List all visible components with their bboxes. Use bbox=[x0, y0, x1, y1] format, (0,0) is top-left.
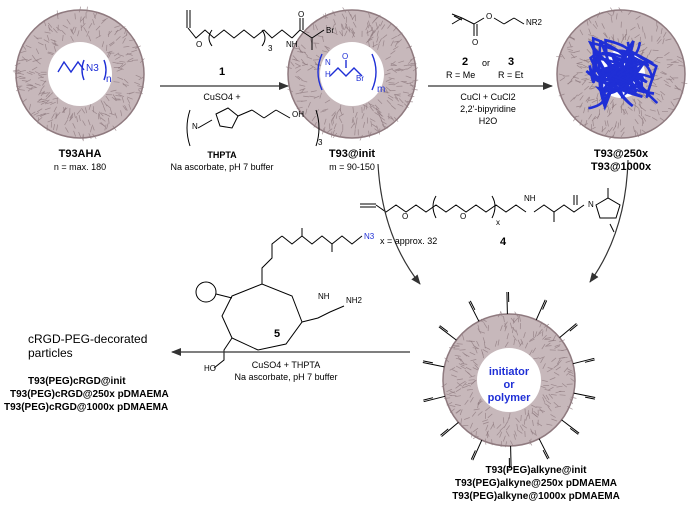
step4-reagent: CuSO4 + THPTA bbox=[251, 360, 321, 370]
monomer-structure bbox=[451, 13, 525, 36]
step2-r-et: R = Et bbox=[498, 70, 524, 80]
step4-conditions: Na ascorbate, pH 7 buffer bbox=[234, 372, 338, 382]
initiator-bracket bbox=[317, 53, 377, 91]
particle-3-name-a: T93@250x bbox=[593, 148, 649, 160]
thpta-structure bbox=[186, 107, 320, 147]
cmpd1-o-b: O bbox=[298, 10, 305, 19]
thpta-n: N bbox=[192, 122, 198, 131]
particle-4-name-b: T93(PEG)alkyne@250x pDMAEMA bbox=[454, 478, 618, 489]
core-line-1: initiator bbox=[488, 366, 530, 378]
cmpd5-nh: NH bbox=[318, 292, 330, 301]
cmpd4-n: N bbox=[588, 200, 594, 209]
cmpd4-o-b: O bbox=[460, 212, 467, 221]
step2-or: or bbox=[482, 58, 491, 68]
particle-2-note: m = 90-150 bbox=[329, 162, 375, 172]
init-n: N bbox=[325, 58, 331, 67]
core-line-3: polymer bbox=[487, 392, 531, 404]
monomer-o1: O bbox=[472, 38, 479, 47]
particle-t93aha bbox=[12, 6, 145, 142]
compound-4-structure bbox=[360, 188, 621, 233]
arrow-step3-right bbox=[589, 159, 629, 283]
step1-conditions: Na ascorbate, pH 7 buffer bbox=[170, 162, 274, 172]
products-heading-1: cRGD-PEG-decorated bbox=[28, 332, 148, 346]
step2-cond-2: 2,2'-bipyridine bbox=[460, 104, 516, 114]
cmpd5-ho: HO bbox=[204, 364, 216, 373]
particle-4-name-a: T93(PEG)alkyne@init bbox=[485, 465, 587, 476]
compound-2-label: 2 bbox=[462, 56, 469, 68]
step2-cond-3: H2O bbox=[478, 116, 498, 126]
compound-3-label: 3 bbox=[508, 56, 515, 68]
step2-cond-1: CuCl + CuCl2 bbox=[460, 92, 516, 102]
polymer-chains bbox=[585, 36, 658, 111]
products-heading-2: particles bbox=[28, 346, 73, 360]
monomer-o2: O bbox=[486, 12, 493, 21]
init-o: O bbox=[342, 52, 349, 61]
cmpd4-x: x bbox=[496, 218, 500, 227]
thpta-sub3: 3 bbox=[318, 138, 323, 147]
thpta-label: THPTA bbox=[207, 150, 237, 160]
cmpd5-nh2: NH2 bbox=[346, 296, 363, 305]
init-subscript-m: m bbox=[377, 84, 386, 95]
particle-t93-init bbox=[285, 7, 419, 141]
cmpd1-br: Br bbox=[326, 26, 334, 35]
arrow-step3-left bbox=[377, 163, 421, 285]
particle-peg-alkyne bbox=[422, 291, 596, 469]
azide-chain bbox=[57, 59, 107, 81]
init-h: H bbox=[325, 70, 331, 79]
cmpd1-nh: NH bbox=[286, 40, 298, 49]
step2-r-me: R = Me bbox=[446, 70, 476, 80]
core-line-2: or bbox=[503, 379, 515, 391]
cmpd1-o-a: O bbox=[196, 40, 203, 49]
compound-5-label: 5 bbox=[274, 328, 281, 340]
compound-4-label: 4 bbox=[500, 236, 507, 248]
thpta-oh: OH bbox=[292, 110, 304, 119]
compound-5-structure bbox=[195, 228, 363, 369]
particle-3-name-b: T93@1000x bbox=[590, 161, 652, 173]
compound-1-label: 1 bbox=[218, 66, 226, 78]
cmpd5-n3: N3 bbox=[364, 232, 375, 241]
init-br: Br bbox=[356, 74, 364, 83]
product-item-2: T93(PEG)cRGD@250x pDMAEMA bbox=[10, 389, 169, 400]
particle-1-note: n = max. 180 bbox=[53, 162, 107, 172]
cmpd4-nh: NH bbox=[524, 194, 536, 203]
monomer-nr2: NR2 bbox=[526, 18, 543, 27]
step1-reagent-top: CuSO4 + bbox=[203, 92, 241, 102]
azide-subscript-n: n bbox=[106, 74, 112, 85]
compound-1-structure bbox=[186, 10, 325, 50]
cmpd1-sub3: 3 bbox=[268, 44, 273, 53]
azide-label: N3 bbox=[86, 63, 99, 74]
product-item-3: T93(PEG)cRGD@1000x pDMAEMA bbox=[4, 402, 169, 413]
product-item-1: T93(PEG)cRGD@init bbox=[28, 376, 126, 387]
particle-4-name-c: T93(PEG)alkyne@1000x pDMAEMA bbox=[452, 491, 620, 502]
particle-2-name: T93@init bbox=[328, 148, 376, 160]
particle-1-name: T93AHA bbox=[58, 148, 102, 160]
step3-x-note: x = approx. 32 bbox=[380, 236, 438, 246]
cmpd4-o-a: O bbox=[402, 212, 409, 221]
